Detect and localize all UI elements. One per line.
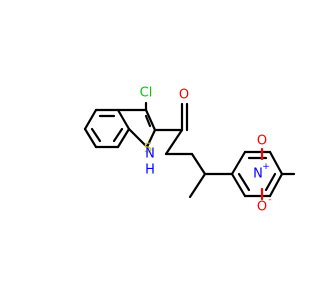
nitro-nitrogen-label: N [253, 167, 263, 182]
nitro-oxygen-top-label: O [257, 134, 267, 149]
thiophene-ring [116, 108, 157, 149]
nitrophenyl-ring [230, 150, 284, 198]
nitro-group [260, 147, 296, 201]
benzene-ring-fused [83, 108, 131, 149]
sulfur-label: S [144, 142, 152, 157]
nitro-nitrogen-charge-label: + [262, 162, 270, 172]
carbonyl-oxygen-label: O [179, 88, 189, 103]
chlorine-label: Cl [140, 86, 153, 101]
molecule-canvas: Cl O S N H N + O O - [83, 86, 296, 215]
carboxamide-group [153, 102, 194, 156]
nitro-oxygen-charge-label: - [268, 195, 271, 205]
amide-hydrogen-label: H [145, 163, 155, 178]
amide-nitrogen-label: N [145, 147, 155, 162]
nitro-oxygen-bottom-label: O [257, 200, 267, 215]
molecule-structure: Cl O S N H N + O O - [83, 86, 296, 215]
side-chain [188, 152, 234, 199]
